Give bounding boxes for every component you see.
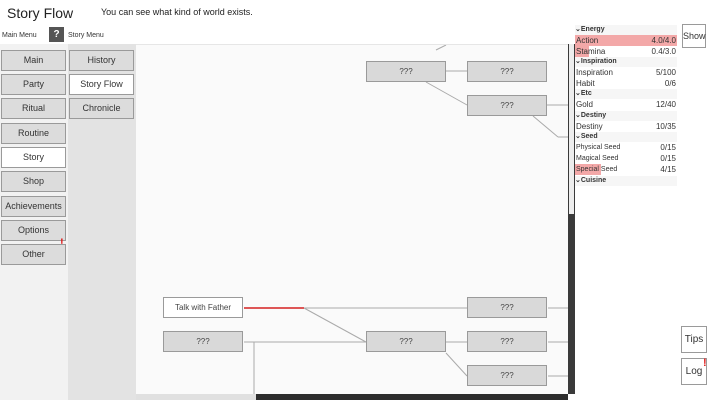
section-energy[interactable]: ⌄Energy [575, 25, 677, 35]
section-destiny[interactable]: ⌄Destiny [575, 111, 677, 121]
show-button[interactable]: Show [682, 24, 706, 48]
menu-shop-button[interactable]: Shop [1, 171, 66, 192]
flow-node[interactable]: ??? [163, 331, 243, 352]
section-inspiration[interactable]: ⌄Inspiration [575, 57, 677, 67]
breadcrumb-story-menu: Story Menu [68, 32, 104, 39]
breadcrumb-main-menu: Main Menu [2, 32, 37, 39]
help-button[interactable]: ? [49, 27, 64, 42]
menu-achievements-button[interactable]: Achievements [1, 196, 66, 217]
flow-node[interactable]: ??? [467, 331, 547, 352]
tips-button[interactable]: Tips [681, 326, 707, 353]
menu-party-button[interactable]: Party [1, 74, 66, 95]
section-cuisine[interactable]: ⌄Cuisine [575, 176, 677, 186]
story-flow-canvas[interactable]: ??? ??? ??? Talk with Father ??? ??? ???… [136, 44, 568, 395]
menu-story-button[interactable]: Story [1, 147, 66, 168]
flow-node[interactable]: ??? [467, 95, 547, 116]
page-title: Story Flow [7, 5, 74, 21]
menu-ritual-button[interactable]: Ritual [1, 98, 66, 119]
flow-node[interactable]: ??? [467, 61, 547, 82]
menu-other-button[interactable]: Other [1, 244, 66, 265]
flow-connectors [244, 45, 568, 395]
flow-node[interactable]: ??? [366, 331, 446, 352]
log-button[interactable]: Log [681, 358, 707, 385]
section-seed[interactable]: ⌄Seed [575, 132, 677, 142]
story-chronicle-button[interactable]: Chronicle [69, 98, 134, 119]
horizontal-scrollbar[interactable] [136, 394, 568, 400]
vertical-scrollbar[interactable] [568, 44, 575, 394]
main-menu-panel: Main Party Ritual Routine Story Shop Ach… [0, 44, 68, 400]
flow-node-talk-with-father[interactable]: Talk with Father [163, 297, 243, 318]
flow-node[interactable]: ??? [366, 61, 446, 82]
flow-node[interactable]: ??? [467, 297, 547, 318]
story-menu-panel: History Story Flow Chronicle [68, 44, 136, 400]
page-subtitle: You can see what kind of world exists. [101, 7, 253, 17]
notification-mark: ! [60, 237, 64, 249]
story-history-button[interactable]: History [69, 50, 134, 71]
menu-main-button[interactable]: Main [1, 50, 66, 71]
section-etc[interactable]: ⌄Etc [575, 89, 677, 99]
flow-node[interactable]: ??? [467, 365, 547, 386]
menu-routine-button[interactable]: Routine [1, 123, 66, 144]
menu-options-button[interactable]: Options [1, 220, 66, 241]
story-flow-button[interactable]: Story Flow [69, 74, 134, 95]
horizontal-scrollbar-thumb[interactable] [136, 394, 256, 400]
vertical-scrollbar-thumb[interactable] [569, 44, 574, 214]
log-notification-mark: ! [703, 357, 707, 369]
